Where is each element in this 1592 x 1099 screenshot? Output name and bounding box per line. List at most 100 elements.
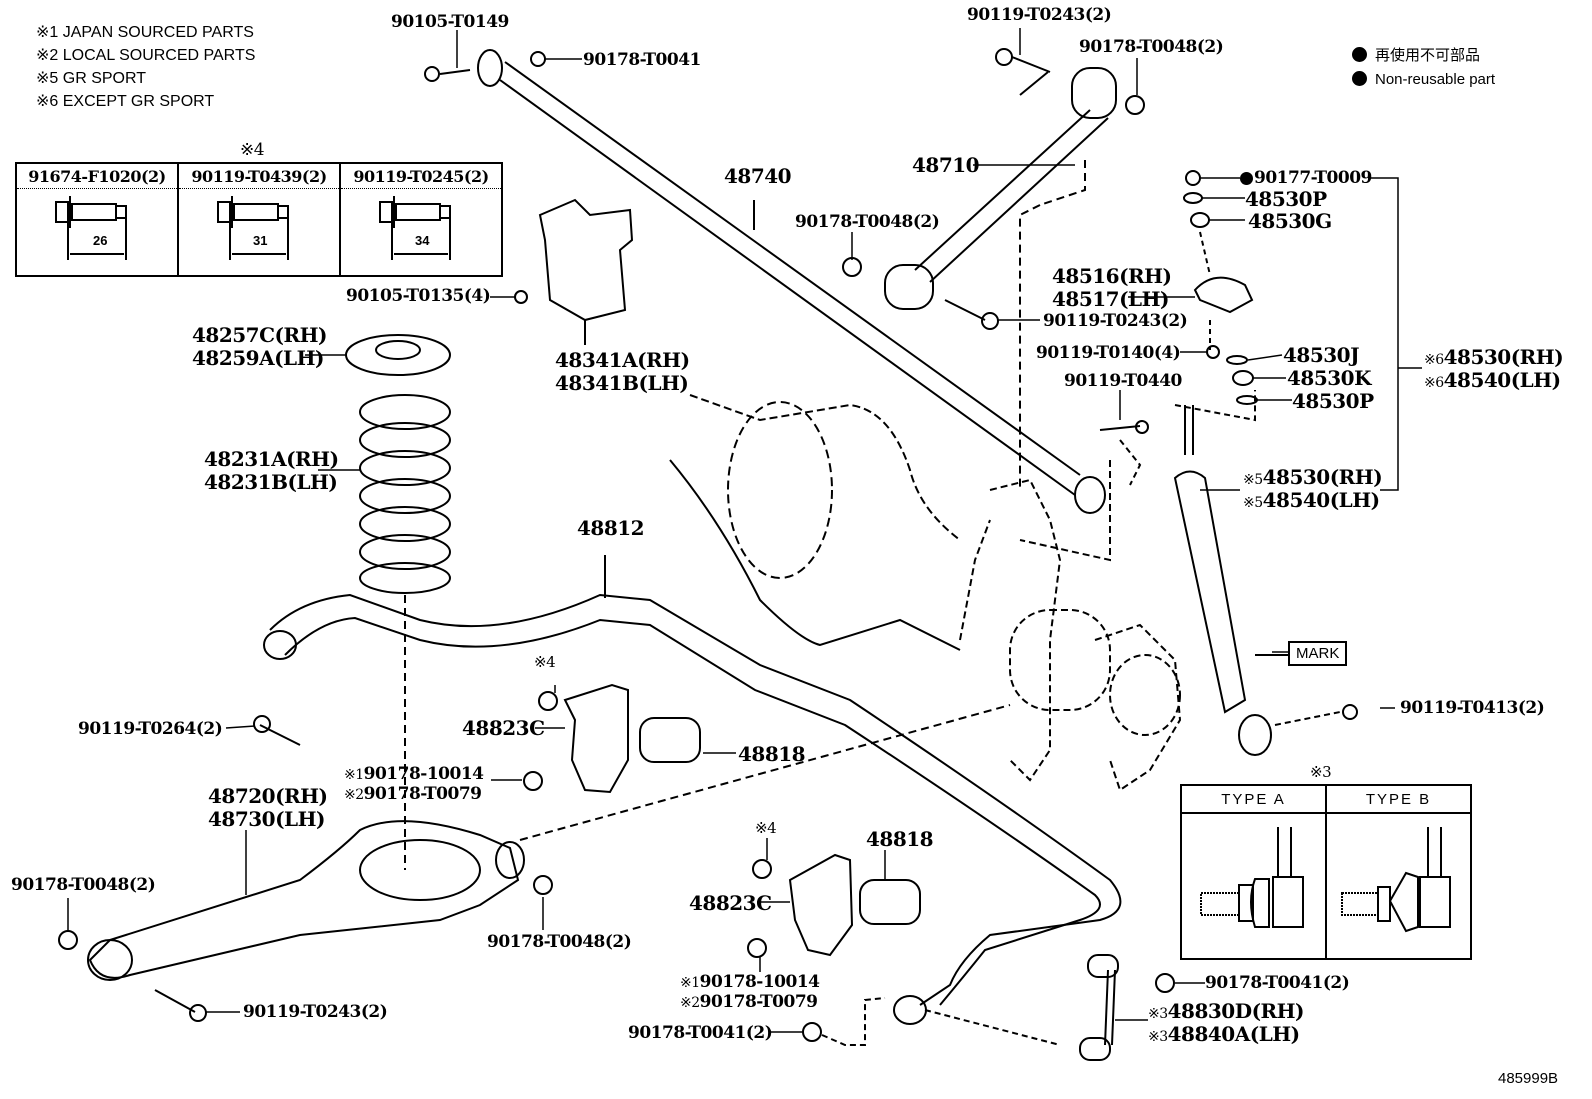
lower-arm bbox=[58, 704, 1011, 1022]
part-48818-lower[interactable]: 48818 bbox=[866, 827, 934, 851]
part-90178-T0041[interactable]: 90178-T0041 bbox=[583, 50, 701, 70]
legend-non-reusable-jp: 再使用不可部品 bbox=[1352, 44, 1480, 68]
non-reusable-dot-icon bbox=[1352, 71, 1367, 86]
part-48840A[interactable]: ※348840A(LH) bbox=[1148, 1022, 1300, 1046]
locator-line bbox=[1019, 204, 1041, 490]
part-90178-T0041-link[interactable]: 90178-T0041(2) bbox=[1205, 973, 1350, 993]
bolt-cell: 34 bbox=[339, 188, 503, 276]
part-90119-T0243-bottom[interactable]: 90119-T0243(2) bbox=[243, 1002, 388, 1022]
bolt-length-34: 34 bbox=[415, 233, 430, 248]
part-90119-T0264[interactable]: 90119-T0264(2) bbox=[78, 719, 223, 739]
part-48517[interactable]: 48517(LH) bbox=[1052, 287, 1169, 311]
bolt-length-26: 26 bbox=[93, 233, 108, 248]
type-a-header: TYPE A bbox=[1180, 784, 1327, 814]
note-gr-sport: ※5 GR SPORT bbox=[36, 70, 147, 87]
part-48540-except-gr[interactable]: ※648540(LH) bbox=[1424, 368, 1561, 392]
axle-carrier-hub bbox=[959, 460, 1182, 792]
control-arm-48710 bbox=[842, 67, 1145, 330]
bolt-icon bbox=[379, 196, 451, 260]
non-reusable-dot-icon bbox=[1240, 172, 1253, 185]
part-48259A[interactable]: 48259A(LH) bbox=[192, 346, 324, 370]
part-48341B[interactable]: 48341B(LH) bbox=[555, 371, 689, 395]
part-48530G[interactable]: 48530G bbox=[1248, 209, 1332, 233]
part-48730[interactable]: 48730(LH) bbox=[208, 807, 325, 831]
lateral-rod-48740 bbox=[477, 49, 1106, 514]
part-90178-T0079-lower[interactable]: ※290178-T0079 bbox=[680, 992, 818, 1012]
note4-lower: ※4 bbox=[755, 819, 777, 837]
bump-stopper bbox=[514, 198, 634, 345]
part-48530P-upper[interactable]: 48530P bbox=[1245, 187, 1327, 211]
part-48720[interactable]: 48720(RH) bbox=[208, 784, 328, 808]
note-japan-sourced: ※1 JAPAN SOURCED PARTS bbox=[36, 24, 254, 41]
non-reusable-dot-icon bbox=[1352, 47, 1367, 62]
part-90177-T0009[interactable]: 90177-T0009 bbox=[1240, 168, 1372, 188]
ball-joint-type-a-icon bbox=[1200, 827, 1304, 928]
bolt-part-91674-F1020[interactable]: 91674-F1020(2) bbox=[15, 162, 179, 189]
part-90119-T0440[interactable]: 90119-T0440 bbox=[1064, 371, 1182, 391]
bolt-cell: 26 bbox=[15, 188, 179, 276]
part-90178-T0041-bottom[interactable]: 90178-T0041(2) bbox=[628, 1023, 773, 1043]
stabilizer-link bbox=[802, 954, 1175, 1061]
part-48530K[interactable]: 48530K bbox=[1287, 366, 1371, 390]
part-90178-T0079-upper[interactable]: ※290178-T0079 bbox=[344, 784, 482, 804]
bolt-cell: 31 bbox=[177, 188, 341, 276]
type-b-cell bbox=[1325, 812, 1472, 960]
part-48530-gr-sport[interactable]: ※548530(RH) bbox=[1243, 465, 1383, 489]
bolt-table-note: ※4 bbox=[240, 140, 265, 160]
note4-upper: ※4 bbox=[534, 653, 556, 671]
part-48540-gr-sport[interactable]: ※548540(LH) bbox=[1243, 488, 1380, 512]
part-90119-T0140[interactable]: 90119-T0140(4) bbox=[1036, 343, 1181, 363]
part-48341A[interactable]: 48341A(RH) bbox=[555, 348, 690, 372]
part-48516[interactable]: 48516(RH) bbox=[1052, 264, 1172, 288]
part-90178-T0048-left[interactable]: 90178-T0048(2) bbox=[11, 875, 156, 895]
bolt-length-31: 31 bbox=[253, 233, 268, 248]
part-48830D[interactable]: ※348830D(RH) bbox=[1148, 999, 1305, 1023]
coil-spring bbox=[345, 334, 451, 870]
type-a-cell bbox=[1180, 812, 1327, 960]
type-table-note: ※3 bbox=[1310, 763, 1332, 781]
part-48231A[interactable]: 48231A(RH) bbox=[204, 447, 339, 471]
part-90119-T0243-top[interactable]: 90119-T0243(2) bbox=[967, 5, 1112, 25]
part-48530J[interactable]: 48530J bbox=[1283, 343, 1360, 367]
part-90178-10014-upper[interactable]: ※190178-10014 bbox=[344, 764, 484, 784]
note-except-gr-sport: ※6 EXCEPT GR SPORT bbox=[36, 93, 215, 110]
stabilizer-bushings bbox=[523, 683, 921, 958]
part-90178-T0048-arm[interactable]: 90178-T0048(2) bbox=[487, 932, 632, 952]
part-48818-upper[interactable]: 48818 bbox=[738, 742, 806, 766]
part-90119-T0413[interactable]: 90119-T0413(2) bbox=[1400, 698, 1545, 718]
part-48257C[interactable]: 48257C(RH) bbox=[192, 323, 327, 347]
shock-absorber bbox=[1173, 390, 1358, 756]
leader-lines bbox=[67, 28, 1422, 1033]
part-90178-T0048-top[interactable]: 90178-T0048(2) bbox=[1079, 37, 1224, 57]
locator-line bbox=[1039, 160, 1086, 206]
part-48530P-lower[interactable]: 48530P bbox=[1292, 389, 1374, 413]
part-90105-T0135[interactable]: 90105-T0135(4) bbox=[346, 286, 491, 306]
part-48823C-lower[interactable]: 48823C bbox=[689, 891, 772, 915]
bolt-part-90119-T0439[interactable]: 90119-T0439(2) bbox=[177, 162, 341, 189]
part-90105-T0149[interactable]: 90105-T0149 bbox=[391, 12, 509, 32]
type-b-header: TYPE B bbox=[1325, 784, 1472, 814]
ball-joint-type-b-icon bbox=[1341, 827, 1451, 933]
bolt-icon bbox=[217, 196, 289, 260]
legend-non-reusable-en: Non-reusable part bbox=[1352, 68, 1495, 92]
axle-beam bbox=[669, 394, 961, 651]
note-local-sourced: ※2 LOCAL SOURCED PARTS bbox=[36, 47, 256, 64]
bolt-part-90119-T0245[interactable]: 90119-T0245(2) bbox=[339, 162, 503, 189]
part-90178-10014-lower[interactable]: ※190178-10014 bbox=[680, 972, 820, 992]
stabilizer-bar bbox=[263, 555, 1122, 1025]
bolt-icon bbox=[55, 196, 127, 260]
part-48530-except-gr[interactable]: ※648530(RH) bbox=[1424, 345, 1564, 369]
part-48231B[interactable]: 48231B(LH) bbox=[204, 470, 338, 494]
part-48823C-upper[interactable]: 48823C bbox=[462, 716, 545, 740]
lateral-rod-bolts bbox=[424, 48, 1051, 82]
mark-callout: MARK bbox=[1288, 641, 1348, 666]
part-90178-T0048-mid[interactable]: 90178-T0048(2) bbox=[795, 212, 940, 232]
link-type-table: TYPE A TYPE B bbox=[1180, 784, 1472, 960]
bolt-length-table: 91674-F1020(2) 90119-T0439(2) 90119-T024… bbox=[15, 162, 503, 277]
part-90119-T0243-mid[interactable]: 90119-T0243(2) bbox=[1043, 311, 1188, 331]
diagram-id: 485999B bbox=[1498, 1070, 1559, 1087]
part-48812[interactable]: 48812 bbox=[577, 516, 645, 540]
part-48740[interactable]: 48740 bbox=[724, 164, 792, 188]
part-48710[interactable]: 48710 bbox=[912, 153, 980, 177]
